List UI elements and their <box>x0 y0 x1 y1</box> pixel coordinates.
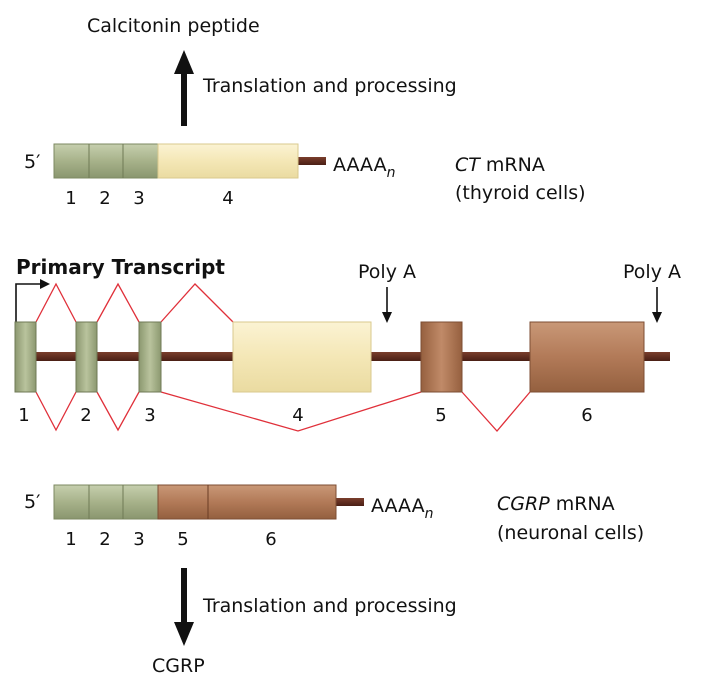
neuronal-cells-label: (neuronal cells) <box>497 522 644 544</box>
transcription-start-arrow-icon <box>15 279 50 322</box>
primary-exon-num-6: 6 <box>581 405 592 426</box>
thyroid-cells-label: (thyroid cells) <box>455 182 586 204</box>
ct-mrna-bar <box>53 143 326 179</box>
ct-exon-num-3: 3 <box>133 188 144 209</box>
exon-3 <box>138 321 162 393</box>
cgrp-product-label: CGRP <box>152 655 205 677</box>
cgrp-exon-num-6: 6 <box>265 529 276 550</box>
bottom-five-prime: 5′ <box>24 491 40 513</box>
cgrp-section: 5′ AAAAn 1 2 3 5 6 CGRP mRNA (neuronal c… <box>24 484 644 677</box>
ct-section: Calcitonin peptide Translation and proce… <box>24 15 586 209</box>
up-arrow-icon <box>174 50 194 126</box>
ct-exon-4 <box>157 143 299 179</box>
cgrp-mrna-bar <box>53 484 364 520</box>
cgrp-exon-5-6 <box>157 484 337 520</box>
primary-transcript-section: Primary Transcript Poly A Poly A <box>14 255 681 432</box>
down-arrow-icon <box>174 568 194 646</box>
cgrp-polya-tail-line <box>334 498 364 506</box>
ct-polya-tail-line <box>296 157 326 165</box>
poly-a-arrow-2-icon <box>652 287 662 323</box>
top-translation-label: Translation and processing <box>202 75 457 97</box>
cgrp-mrna-label: CGRP mRNA <box>497 493 615 515</box>
bottom-polya-tail-label: AAAAn <box>371 495 433 522</box>
primary-exon-num-1: 1 <box>18 405 29 426</box>
cgrp-exon-num-1: 1 <box>65 529 76 550</box>
exon-4 <box>232 321 372 393</box>
cgrp-exon-num-5: 5 <box>177 529 188 550</box>
poly-a-label-1: Poly A <box>358 261 416 283</box>
ct-exon-num-4: 4 <box>222 188 233 209</box>
top-polya-tail-label: AAAAn <box>333 154 395 181</box>
cgrp-exon-1-3 <box>53 484 159 520</box>
primary-exon-num-3: 3 <box>144 405 155 426</box>
splice-pattern-lines <box>35 282 531 432</box>
ct-mrna-label: CT mRNA <box>455 154 545 176</box>
ct-exon-1-3 <box>53 143 159 179</box>
primary-exon-num-4: 4 <box>292 405 303 426</box>
ct-exon-num-1: 1 <box>65 188 76 209</box>
primary-exon-num-5: 5 <box>435 405 446 426</box>
exon-5 <box>420 321 463 393</box>
poly-a-arrow-1-icon <box>382 287 392 323</box>
poly-a-label-2: Poly A <box>623 261 681 283</box>
ct-exon-num-2: 2 <box>99 188 110 209</box>
calcitonin-peptide-label: Calcitonin peptide <box>87 15 260 37</box>
primary-transcript-title: Primary Transcript <box>16 255 225 279</box>
exon-2 <box>75 321 98 393</box>
exon-1 <box>14 321 37 393</box>
cgrp-exon-num-2: 2 <box>99 529 110 550</box>
top-five-prime: 5′ <box>24 151 40 173</box>
cgrp-exon-num-3: 3 <box>133 529 144 550</box>
primary-exon-num-2: 2 <box>80 405 91 426</box>
bottom-translation-label: Translation and processing <box>202 595 457 617</box>
exon-6 <box>529 321 645 393</box>
